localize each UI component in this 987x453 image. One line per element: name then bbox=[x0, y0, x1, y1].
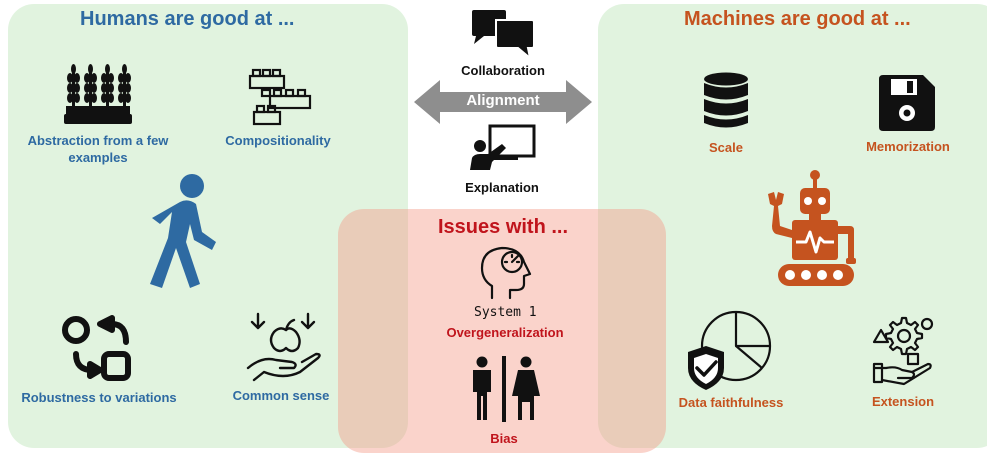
presentation-board-icon bbox=[470, 124, 536, 170]
explanation-label: Explanation bbox=[465, 180, 539, 195]
robot-icon bbox=[768, 170, 856, 286]
extension-gear-hand-icon bbox=[872, 316, 934, 386]
walking-person-icon bbox=[150, 174, 216, 288]
memorization-label: Memorization bbox=[866, 139, 950, 154]
database-icon bbox=[704, 72, 748, 128]
common-sense-label: Common sense bbox=[232, 388, 330, 403]
issues-heading: Issues with ... bbox=[438, 216, 569, 238]
abstraction-label: Abstraction from a few examples bbox=[27, 133, 169, 165]
shapes-transform-icon bbox=[62, 315, 131, 381]
system-1-label: System 1 bbox=[474, 305, 537, 320]
head-gauge-icon bbox=[480, 246, 532, 300]
data-faithfulness-label: Data faithfulness bbox=[678, 395, 784, 410]
alignment-label: Alignment bbox=[466, 92, 540, 109]
wheat-icon bbox=[64, 64, 132, 124]
floppy-disk-icon bbox=[879, 75, 935, 131]
humans-heading: Humans are good at ... bbox=[80, 8, 295, 30]
hand-apple-icon bbox=[246, 312, 321, 382]
scale-label: Scale bbox=[709, 140, 743, 155]
chat-bubbles-icon bbox=[472, 10, 535, 60]
alignment-double-arrow bbox=[414, 80, 592, 124]
bias-label: Bias bbox=[490, 431, 518, 446]
overgeneralization-label: Overgeneralization bbox=[446, 325, 564, 340]
pie-chart-shield-icon bbox=[688, 310, 772, 390]
collaboration-label: Collaboration bbox=[461, 63, 545, 78]
compositionality-label: Compositionality bbox=[225, 133, 331, 148]
extension-label: Extension bbox=[871, 394, 935, 409]
building-blocks-icon bbox=[248, 68, 312, 126]
gender-restroom-icon bbox=[473, 356, 540, 422]
robustness-label: Robustness to variations bbox=[21, 390, 177, 405]
machines-heading: Machines are good at ... bbox=[684, 8, 911, 30]
